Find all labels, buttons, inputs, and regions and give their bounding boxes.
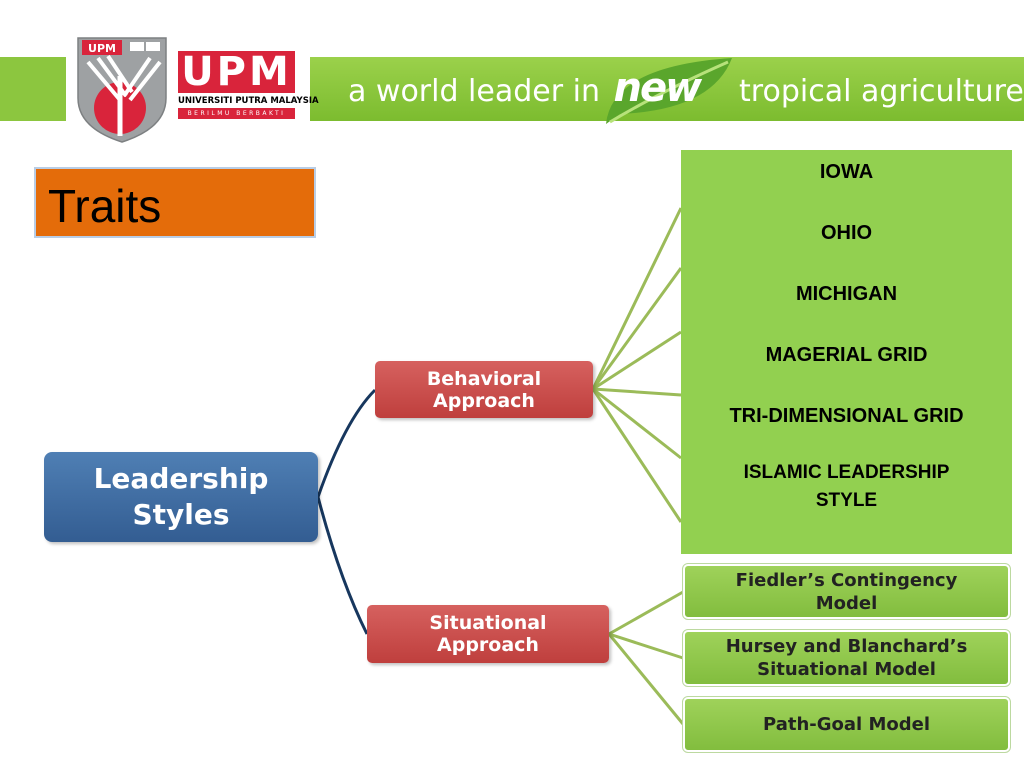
connector-situational-2: [608, 632, 684, 660]
connector-behavioral-3: [592, 330, 682, 391]
behavioral-item-michigan: MICHIGAN: [795, 283, 898, 305]
connector-behavioral-5: [592, 387, 682, 460]
behavioral-models-panel: IOWA OHIO MICHIGAN MAGERIAL GRID TRI-DIM…: [681, 150, 1012, 554]
connector-behavioral-2: [591, 267, 683, 390]
header-banner-left: [0, 57, 66, 121]
node-path-goal-model-label: Path-Goal Model: [762, 714, 930, 735]
tagline-suffix: tropical agriculture: [739, 74, 1024, 109]
new-leaf: new: [605, 58, 732, 124]
node-leadership-styles-label: Leadership Styles: [93, 462, 269, 531]
connector-root-behavioral: [316, 388, 377, 498]
connector-behavioral-1: [591, 207, 683, 390]
university-name: UNIVERSITI PUTRA MALAYSIA: [178, 96, 319, 106]
node-behavioral-approach: Behavioral Approach: [375, 361, 593, 418]
upm-shield-icon: UPM: [77, 37, 167, 143]
tagline: a world leader in new tropical agricultu…: [348, 58, 1024, 124]
node-fiedler-model-label: Fiedler’s Contingency Model: [735, 569, 958, 614]
connector-situational-1: [608, 590, 684, 636]
leaf-icon: [605, 58, 732, 124]
connector-behavioral-4: [592, 387, 682, 397]
slide-title: Traits: [48, 180, 162, 232]
tagline-highlight: new: [613, 65, 703, 111]
node-fiedler-model: Fiedler’s Contingency Model: [682, 563, 1011, 620]
node-hursey-blanchard-model-label: Hursey and Blanchard’s Situational Model: [725, 636, 968, 680]
behavioral-item-islamic-leadership: ISLAMIC LEADERSHIP STYLE: [743, 462, 950, 511]
connector-behavioral-6: [591, 388, 683, 523]
node-behavioral-approach-label: Behavioral Approach: [426, 367, 542, 412]
behavioral-item-ohio: OHIO: [820, 222, 873, 244]
node-path-goal-model: Path-Goal Model: [682, 696, 1011, 753]
behavioral-item-managerial-grid: MAGERIAL GRID: [765, 344, 928, 366]
university-motto: BERILMU BERBAKTI: [178, 108, 295, 119]
shield-badge-text: UPM: [88, 42, 116, 55]
tagline-prefix: a world leader in: [348, 74, 600, 109]
node-hursey-blanchard-model: Hursey and Blanchard’s Situational Model: [682, 629, 1011, 687]
behavioral-item-tri-dimensional-grid: TRI-DIMENSIONAL GRID: [729, 405, 964, 427]
node-situational-approach-label: Situational Approach: [429, 612, 547, 656]
node-leadership-styles: Leadership Styles: [44, 452, 318, 542]
node-situational-approach: Situational Approach: [367, 605, 609, 663]
connector-root-situational: [316, 496, 369, 635]
connector-situational-3: [607, 633, 685, 725]
traits-box: Traits: [34, 167, 316, 238]
behavioral-item-iowa: IOWA: [819, 161, 874, 183]
upm-logo-text: UPM: [178, 51, 295, 93]
